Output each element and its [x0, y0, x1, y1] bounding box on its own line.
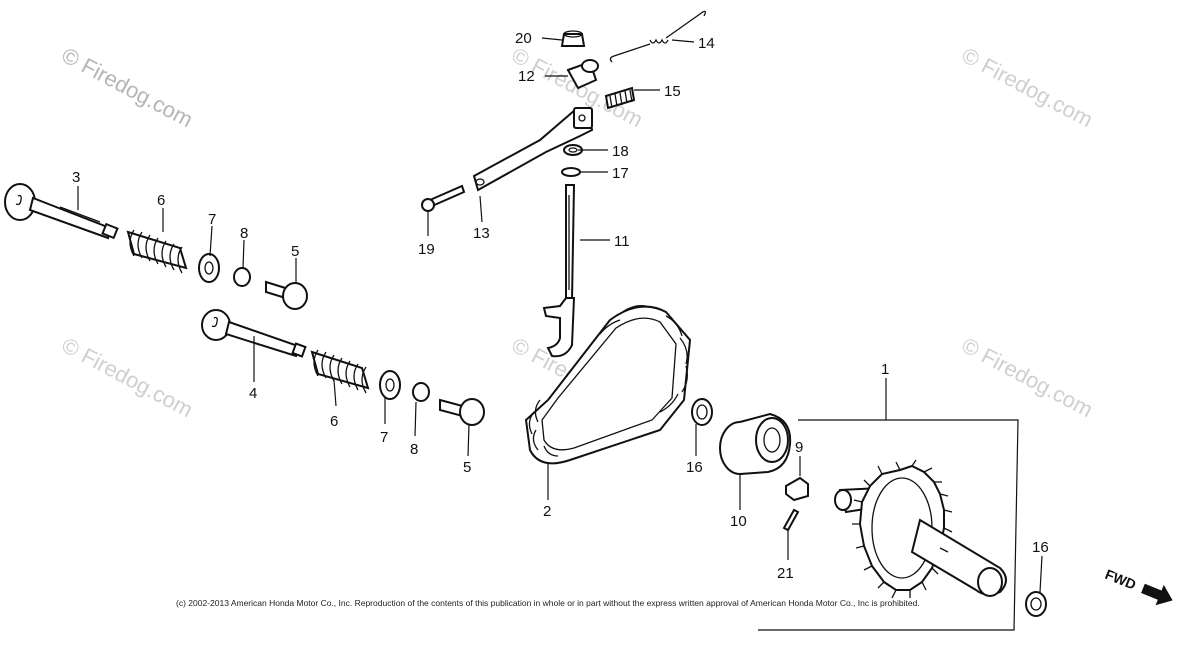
callout-16: 16 — [686, 459, 703, 476]
callout-16: 16 — [1032, 539, 1049, 556]
callout-7: 7 — [380, 429, 388, 446]
part-spring-15 — [604, 86, 636, 110]
callout-5: 5 — [463, 459, 471, 476]
callout-3: 3 — [72, 169, 80, 186]
callout-labels: 3 6 7 8 5 4 6 7 8 5 2 16 10 9 21 1 16 11… — [72, 30, 1049, 582]
part-washer-16-a — [691, 398, 713, 426]
watermark: © Firedog.com — [58, 42, 197, 132]
callout-8: 8 — [410, 441, 418, 458]
part-retainer-upper — [198, 253, 220, 283]
part-spring-lower — [310, 349, 370, 394]
part-bolt-19 — [421, 184, 466, 212]
callout-6: 6 — [330, 413, 338, 430]
part-cotter-lower — [412, 382, 430, 402]
part-sleeve-10 — [719, 412, 792, 475]
part-clip-18 — [563, 144, 583, 156]
callout-10: 10 — [730, 513, 747, 530]
part-tensioner-arm — [472, 106, 594, 192]
callout-9: 9 — [795, 439, 803, 456]
leader-lines — [77, 37, 1043, 593]
callout-5: 5 — [291, 243, 299, 260]
callout-15: 15 — [664, 83, 681, 100]
fwd-indicator: FWD — [1103, 566, 1173, 606]
part-washer-17 — [561, 167, 581, 177]
part-retainer-lower — [379, 370, 401, 400]
callout-14: 14 — [698, 35, 715, 52]
part-spring-upper — [126, 229, 188, 274]
part-pin-21 — [782, 508, 800, 532]
callout-19: 19 — [418, 241, 435, 258]
callout-12: 12 — [518, 68, 535, 85]
part-camshaft — [758, 419, 1019, 631]
part-cam-chain — [524, 305, 692, 465]
callout-17: 17 — [612, 165, 629, 182]
callout-20: 20 — [515, 30, 532, 47]
part-nut-20 — [560, 30, 586, 47]
watermark: © Firedog.com — [958, 42, 1097, 132]
part-lifter-upper — [265, 280, 308, 310]
fwd-arrow-icon — [1141, 583, 1173, 606]
part-tensioner-rod — [542, 184, 576, 358]
part-stopper-12 — [566, 59, 599, 90]
callout-13: 13 — [473, 225, 490, 242]
callout-18: 18 — [612, 143, 629, 160]
callout-11: 11 — [614, 233, 630, 250]
part-cotter-upper — [233, 267, 251, 287]
callout-7: 7 — [208, 211, 216, 228]
watermark: © Firedog.com — [58, 332, 197, 422]
callout-2: 2 — [543, 503, 551, 520]
callout-8: 8 — [240, 225, 248, 242]
part-washer-16-b — [1025, 591, 1047, 617]
part-spring-14 — [609, 10, 706, 63]
watermark: © Firedog.com — [958, 332, 1097, 422]
part-valve-upper — [4, 183, 119, 240]
part-valve-lower — [201, 309, 307, 358]
fwd-label: FWD — [1103, 566, 1139, 593]
copyright-notice: (c) 2002-2013 American Honda Motor Co., … — [176, 598, 920, 608]
callout-6: 6 — [157, 192, 165, 209]
part-lifter-lower — [439, 398, 485, 426]
callout-21: 21 — [777, 565, 794, 582]
callout-1: 1 — [881, 361, 889, 378]
callout-4: 4 — [249, 385, 257, 402]
part-key-9 — [785, 476, 809, 502]
